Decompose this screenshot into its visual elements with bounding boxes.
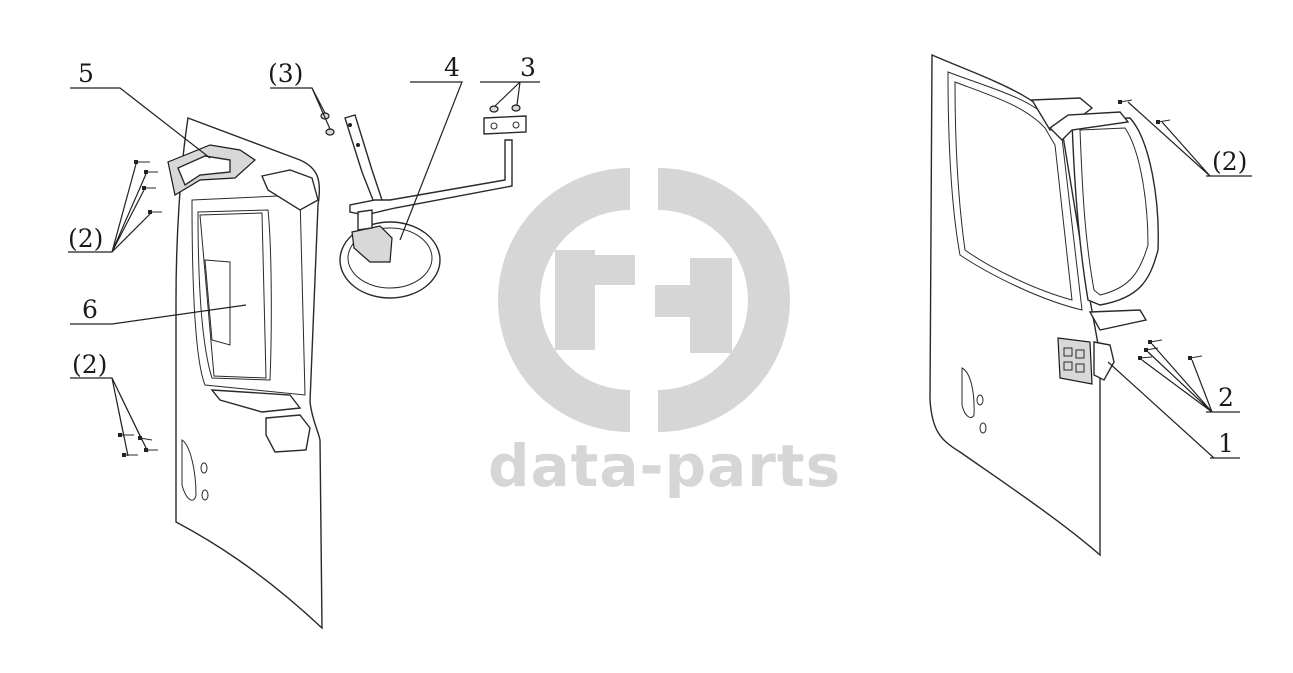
callout-4: 4 [444,53,460,82]
mirror-arm-assembly [339,114,527,299]
callout-2-right-top: (2) [1212,147,1247,176]
nuts-3-right [489,104,521,113]
callout-3: 3 [520,53,536,82]
left-top-screws [134,160,162,214]
watermark-logo-icon [498,168,790,432]
callout-2-right: 2 [1218,383,1234,412]
callout-2-left-top: (2) [68,224,103,253]
right-top-screws [1118,99,1171,124]
left-door-panel [175,117,323,630]
right-mirror-glass [1071,117,1159,306]
leader-lines [68,81,1252,459]
right-screws-2 [1138,339,1203,360]
right-door-panel [929,53,1101,557]
watermark: data-parts [488,168,841,500]
left-mirror-glass [199,212,267,379]
callout-3-paren: (3) [268,59,303,88]
callouts: 5 (3) 4 3 (2) 6 (2) (2) 2 1 [68,53,1247,458]
left-door [167,117,323,630]
callout-5: 5 [78,59,94,88]
callout-1: 1 [1218,429,1234,458]
right-door [929,53,1159,557]
callout-2-left-bottom: (2) [72,350,107,379]
control-panel [1057,337,1093,385]
callout-6: 6 [82,295,98,324]
watermark-text: data-parts [488,432,841,500]
